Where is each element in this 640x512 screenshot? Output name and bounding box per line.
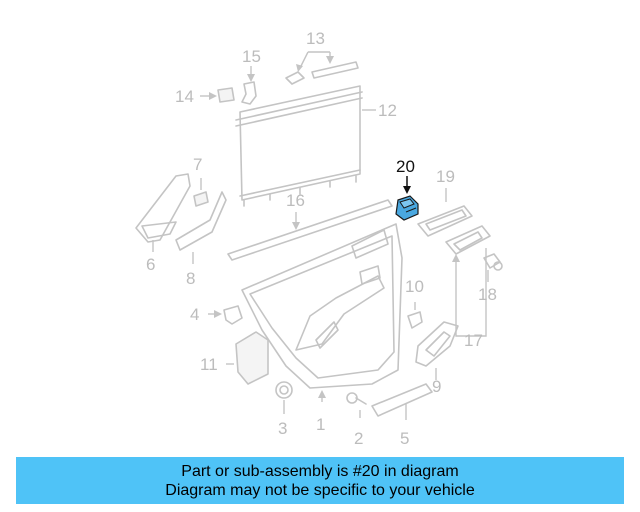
part-20-highlighted-switch[interactable] (395, 176, 419, 221)
callout-17: 17 (464, 331, 483, 350)
part-2-screw[interactable] (346, 392, 367, 418)
callout-19: 19 (436, 167, 455, 186)
callout-1: 1 (316, 415, 325, 434)
callout-3: 3 (278, 419, 287, 438)
callout-18: 18 (478, 285, 497, 304)
part-14-block[interactable] (200, 87, 235, 103)
callout-8: 8 (186, 269, 195, 288)
part-11-bracket[interactable] (226, 331, 269, 385)
callout-13: 13 (306, 29, 325, 48)
caption-bar: Part or sub-assembly is #20 in diagram D… (16, 457, 624, 504)
caption-line-1: Part or sub-assembly is #20 in diagram (181, 462, 459, 480)
callout-2: 2 (354, 429, 363, 448)
callout-15: 15 (242, 47, 261, 66)
part-13-clips[interactable] (285, 51, 359, 85)
part-17-handle[interactable] (445, 225, 491, 337)
part-10-clip[interactable] (407, 302, 423, 329)
part-4-clip[interactable] (208, 305, 243, 325)
part-12-sunshade[interactable] (235, 85, 376, 207)
callout-4: 4 (190, 305, 199, 324)
callout-14: 14 (175, 87, 194, 106)
part-6-pillar-trim[interactable] (135, 173, 191, 252)
callout-16: 16 (286, 191, 305, 210)
part-18-cap[interactable] (483, 253, 503, 282)
part-3-grommet[interactable] (275, 381, 293, 414)
callout-5: 5 (400, 429, 409, 448)
callout-12: 12 (378, 101, 397, 120)
part-1-door-panel[interactable] (241, 223, 403, 402)
callout-11: 11 (200, 355, 218, 374)
part-15-hook[interactable] (241, 66, 257, 105)
part-8-trim[interactable] (175, 191, 227, 264)
caption-line-2: Diagram may not be specific to your vehi… (165, 481, 475, 499)
parts-diagram: 12 13 15 14 16 7 6 (135, 29, 503, 448)
part-5-trim-strip[interactable] (371, 383, 433, 420)
callout-9: 9 (432, 377, 441, 396)
callout-10: 10 (405, 277, 424, 296)
part-7-clip[interactable] (193, 178, 209, 207)
part-19-switch-bezel[interactable] (417, 188, 473, 237)
part-9-handle-bezel[interactable] (415, 321, 459, 380)
callout-20-highlighted: 20 (396, 157, 415, 176)
callout-6: 6 (146, 255, 155, 274)
part-16-strip[interactable] (227, 199, 393, 261)
callout-7: 7 (193, 155, 202, 174)
